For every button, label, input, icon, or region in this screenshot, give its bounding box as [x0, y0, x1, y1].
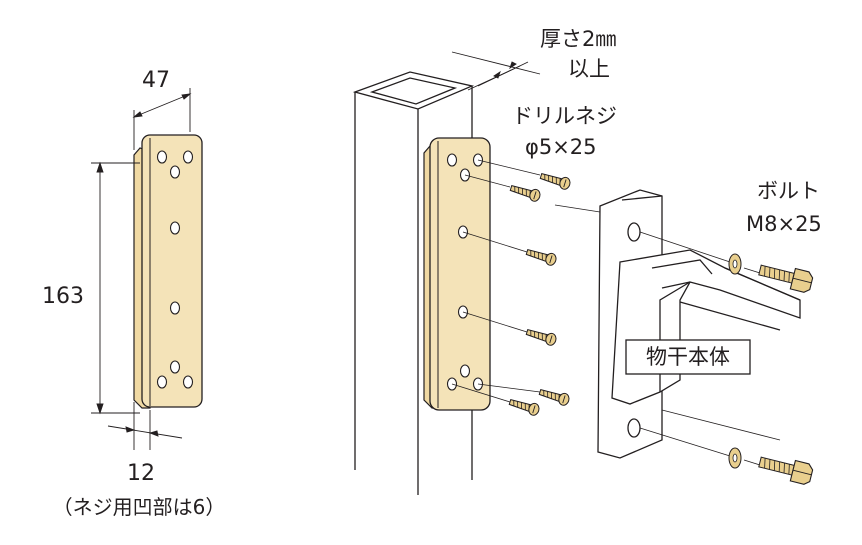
bolt-label-line1: ボルト — [757, 179, 820, 203]
height-label: 163 — [42, 284, 84, 309]
thickness-dimension-lines — [107, 402, 183, 450]
post — [352, 71, 475, 495]
width-label: 47 — [142, 68, 170, 93]
bolt-label-line2: M8×25 — [746, 212, 822, 236]
thickness-label: 12 — [127, 461, 155, 486]
thickness-callout-lines — [451, 51, 541, 91]
plate-face — [141, 134, 203, 408]
drill-screw-label-line1: ドリルネジ — [512, 104, 617, 128]
washers — [728, 253, 742, 469]
width-dimension-lines — [132, 88, 192, 150]
thickness-label-line2: 以上 — [568, 57, 610, 81]
height-dimension-lines — [91, 161, 140, 415]
body-label-box — [625, 339, 751, 375]
drill-screws — [507, 169, 572, 418]
installation-illustration — [352, 51, 815, 495]
body-label: 物干本体 — [646, 345, 730, 369]
thickness-label-line1: 厚さ2㎜ — [540, 27, 616, 51]
recess-note: （ネジ用凹部は6） — [53, 495, 226, 519]
drill-screw-label-line2: φ5×25 — [525, 135, 597, 159]
screw-guide-lines — [451, 159, 541, 403]
dimensioned-plate: 47 163 12 （ネジ用凹部は6） — [42, 68, 225, 519]
mounted-plate — [423, 137, 491, 411]
